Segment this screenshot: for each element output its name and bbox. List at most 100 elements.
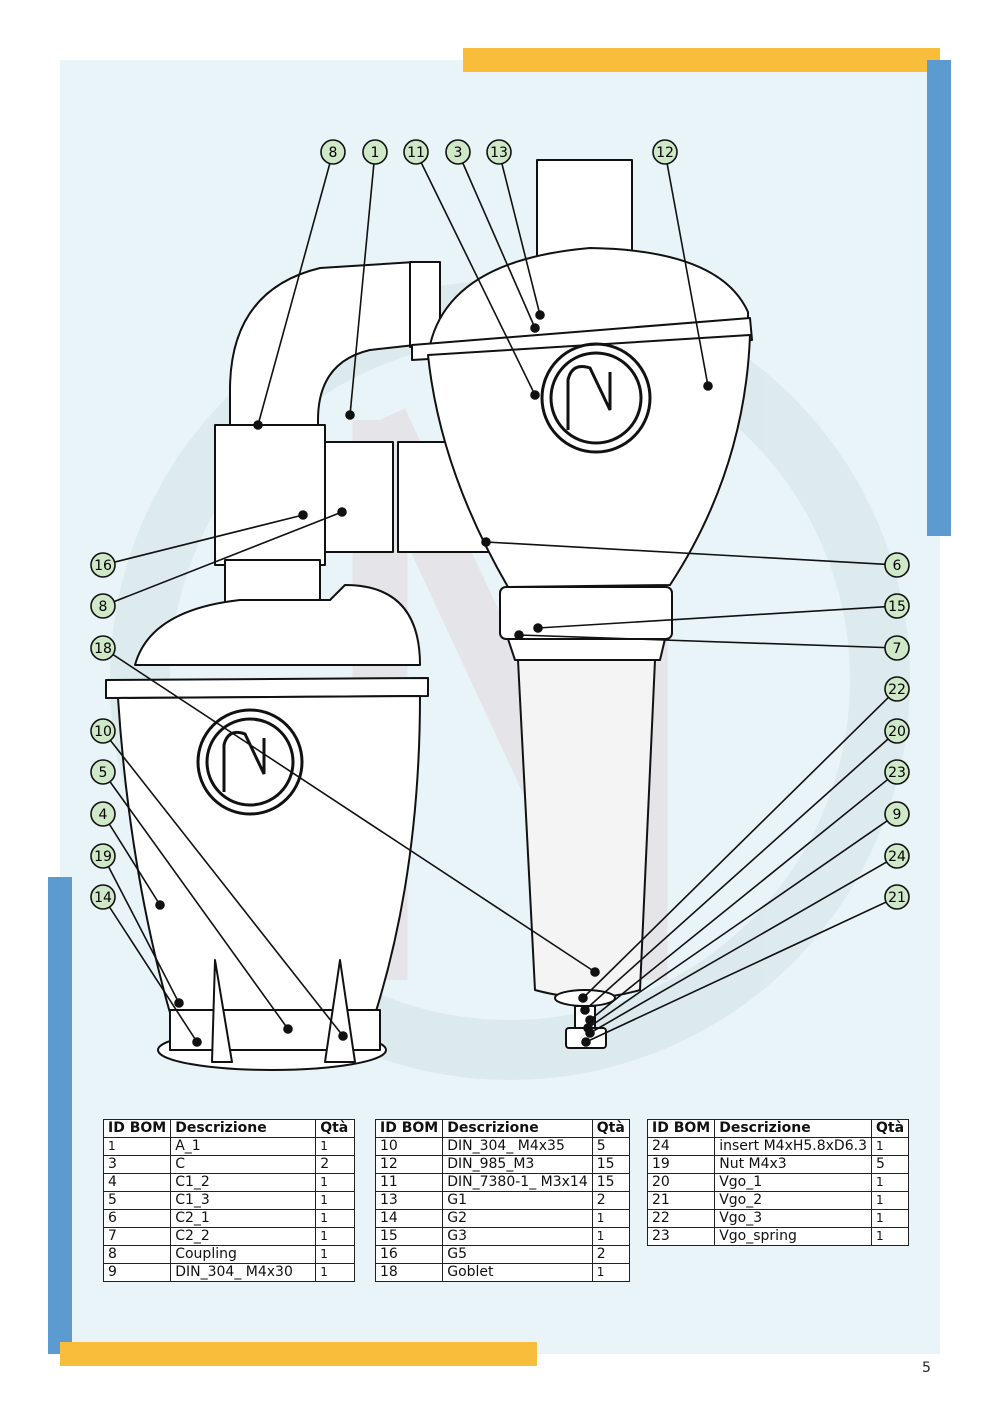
cell-id: 4 — [102, 1173, 172, 1192]
callout-balloon: 19 — [90, 843, 116, 869]
svg-text:18: 18 — [94, 641, 112, 657]
svg-text:1: 1 — [371, 145, 380, 161]
svg-text:21: 21 — [888, 890, 906, 906]
column-header-qty: Qtà — [315, 1119, 355, 1138]
cell-description: Nut M4x3 — [714, 1155, 872, 1174]
callout-balloon: 12 — [652, 139, 678, 165]
callout-balloon: 15 — [884, 593, 910, 619]
svg-text:10: 10 — [94, 724, 112, 740]
svg-text:20: 20 — [888, 724, 906, 740]
callout-balloon: 8 — [90, 593, 116, 619]
cell-description: Coupling — [170, 1245, 317, 1264]
svg-text:5: 5 — [99, 765, 108, 781]
svg-text:15: 15 — [888, 599, 906, 615]
cell-qty: 1 — [315, 1263, 355, 1282]
cell-qty: 15 — [591, 1173, 630, 1192]
svg-text:7: 7 — [893, 641, 902, 657]
cell-id: 11 — [374, 1173, 444, 1192]
left-accent-bar — [48, 877, 72, 1354]
cell-description: Vgo_3 — [714, 1209, 872, 1228]
callouts-left: 16 8 18 10 5 4 19 14 — [90, 552, 116, 910]
cell-description: Vgo_2 — [714, 1191, 872, 1210]
callout-balloon: 11 — [403, 139, 429, 165]
svg-text:22: 22 — [888, 682, 906, 698]
cell-description: Vgo_spring — [714, 1227, 872, 1246]
cell-description: C — [170, 1155, 317, 1174]
cell-qty: 2 — [591, 1245, 630, 1264]
cell-id: 3 — [102, 1155, 172, 1174]
svg-text:11: 11 — [407, 145, 425, 161]
callout-balloon: 9 — [884, 801, 910, 827]
column-header-description: Descrizione — [170, 1119, 317, 1138]
right-accent-bar — [927, 60, 951, 536]
callout-balloon: 20 — [884, 718, 910, 744]
cell-description: Goblet — [442, 1263, 593, 1282]
cell-qty: 1 — [315, 1227, 355, 1246]
cell-id: 23 — [646, 1227, 716, 1246]
callout-balloon: 4 — [90, 801, 116, 827]
callout-balloon: 21 — [884, 884, 910, 910]
cell-qty: 5 — [870, 1155, 910, 1174]
cell-id: 9 — [102, 1263, 172, 1282]
callout-balloon: 24 — [884, 843, 910, 869]
cell-qty: 1 — [870, 1137, 910, 1156]
callout-balloon: 13 — [486, 139, 512, 165]
cell-description: DIN_304_ M4x35 — [442, 1137, 593, 1156]
callout-balloon: 1 — [362, 139, 388, 165]
cyclone-body-drawing — [105, 159, 753, 1071]
svg-text:12: 12 — [656, 145, 674, 161]
cell-description: G2 — [442, 1209, 593, 1228]
cell-description: insert M4xH5.8xD6.3 — [714, 1137, 872, 1156]
cell-description: DIN_304_ M4x30 — [170, 1263, 317, 1282]
svg-text:8: 8 — [99, 599, 108, 615]
cell-id: 19 — [646, 1155, 716, 1174]
callout-balloon: 6 — [884, 552, 910, 578]
svg-text:19: 19 — [94, 849, 112, 865]
cell-id: 8 — [102, 1245, 172, 1264]
cell-description: C2_2 — [170, 1227, 317, 1246]
cell-id: 18 — [374, 1263, 444, 1282]
callout-balloon: 22 — [884, 676, 910, 702]
callout-balloon: 10 — [90, 718, 116, 744]
cell-qty: 1 — [315, 1173, 355, 1192]
cell-id: 16 — [374, 1245, 444, 1264]
svg-text:4: 4 — [99, 807, 108, 823]
cell-description: C1_3 — [170, 1191, 317, 1210]
callouts-top: 8 1 11 3 13 12 — [320, 139, 678, 165]
cell-qty: 1 — [870, 1227, 910, 1246]
cell-description: C1_2 — [170, 1173, 317, 1192]
cell-qty: 2 — [315, 1155, 355, 1174]
svg-text:6: 6 — [893, 558, 902, 574]
cell-qty: 1 — [315, 1191, 355, 1210]
cell-id: 6 — [102, 1209, 172, 1228]
cell-qty: 2 — [591, 1191, 630, 1210]
callout-balloon: 16 — [90, 552, 116, 578]
brand-logo-upper — [540, 342, 652, 454]
cell-description: C2_1 — [170, 1209, 317, 1228]
table-header-row: ID BOM Descrizione Qtà — [374, 1119, 630, 1138]
table-header-row: ID BOM Descrizione Qtà — [646, 1119, 910, 1138]
cell-description: G5 — [442, 1245, 593, 1264]
column-header-description: Descrizione — [714, 1119, 872, 1138]
cell-qty: 1 — [870, 1173, 910, 1192]
cell-qty: 1 — [591, 1263, 630, 1282]
callout-balloon: 5 — [90, 759, 116, 785]
cell-id: 12 — [374, 1155, 444, 1174]
cell-id: 1 — [102, 1137, 172, 1156]
callout-balloon: 7 — [884, 635, 910, 661]
callout-balloon: 18 — [90, 635, 116, 661]
cell-qty: 1 — [591, 1209, 630, 1228]
